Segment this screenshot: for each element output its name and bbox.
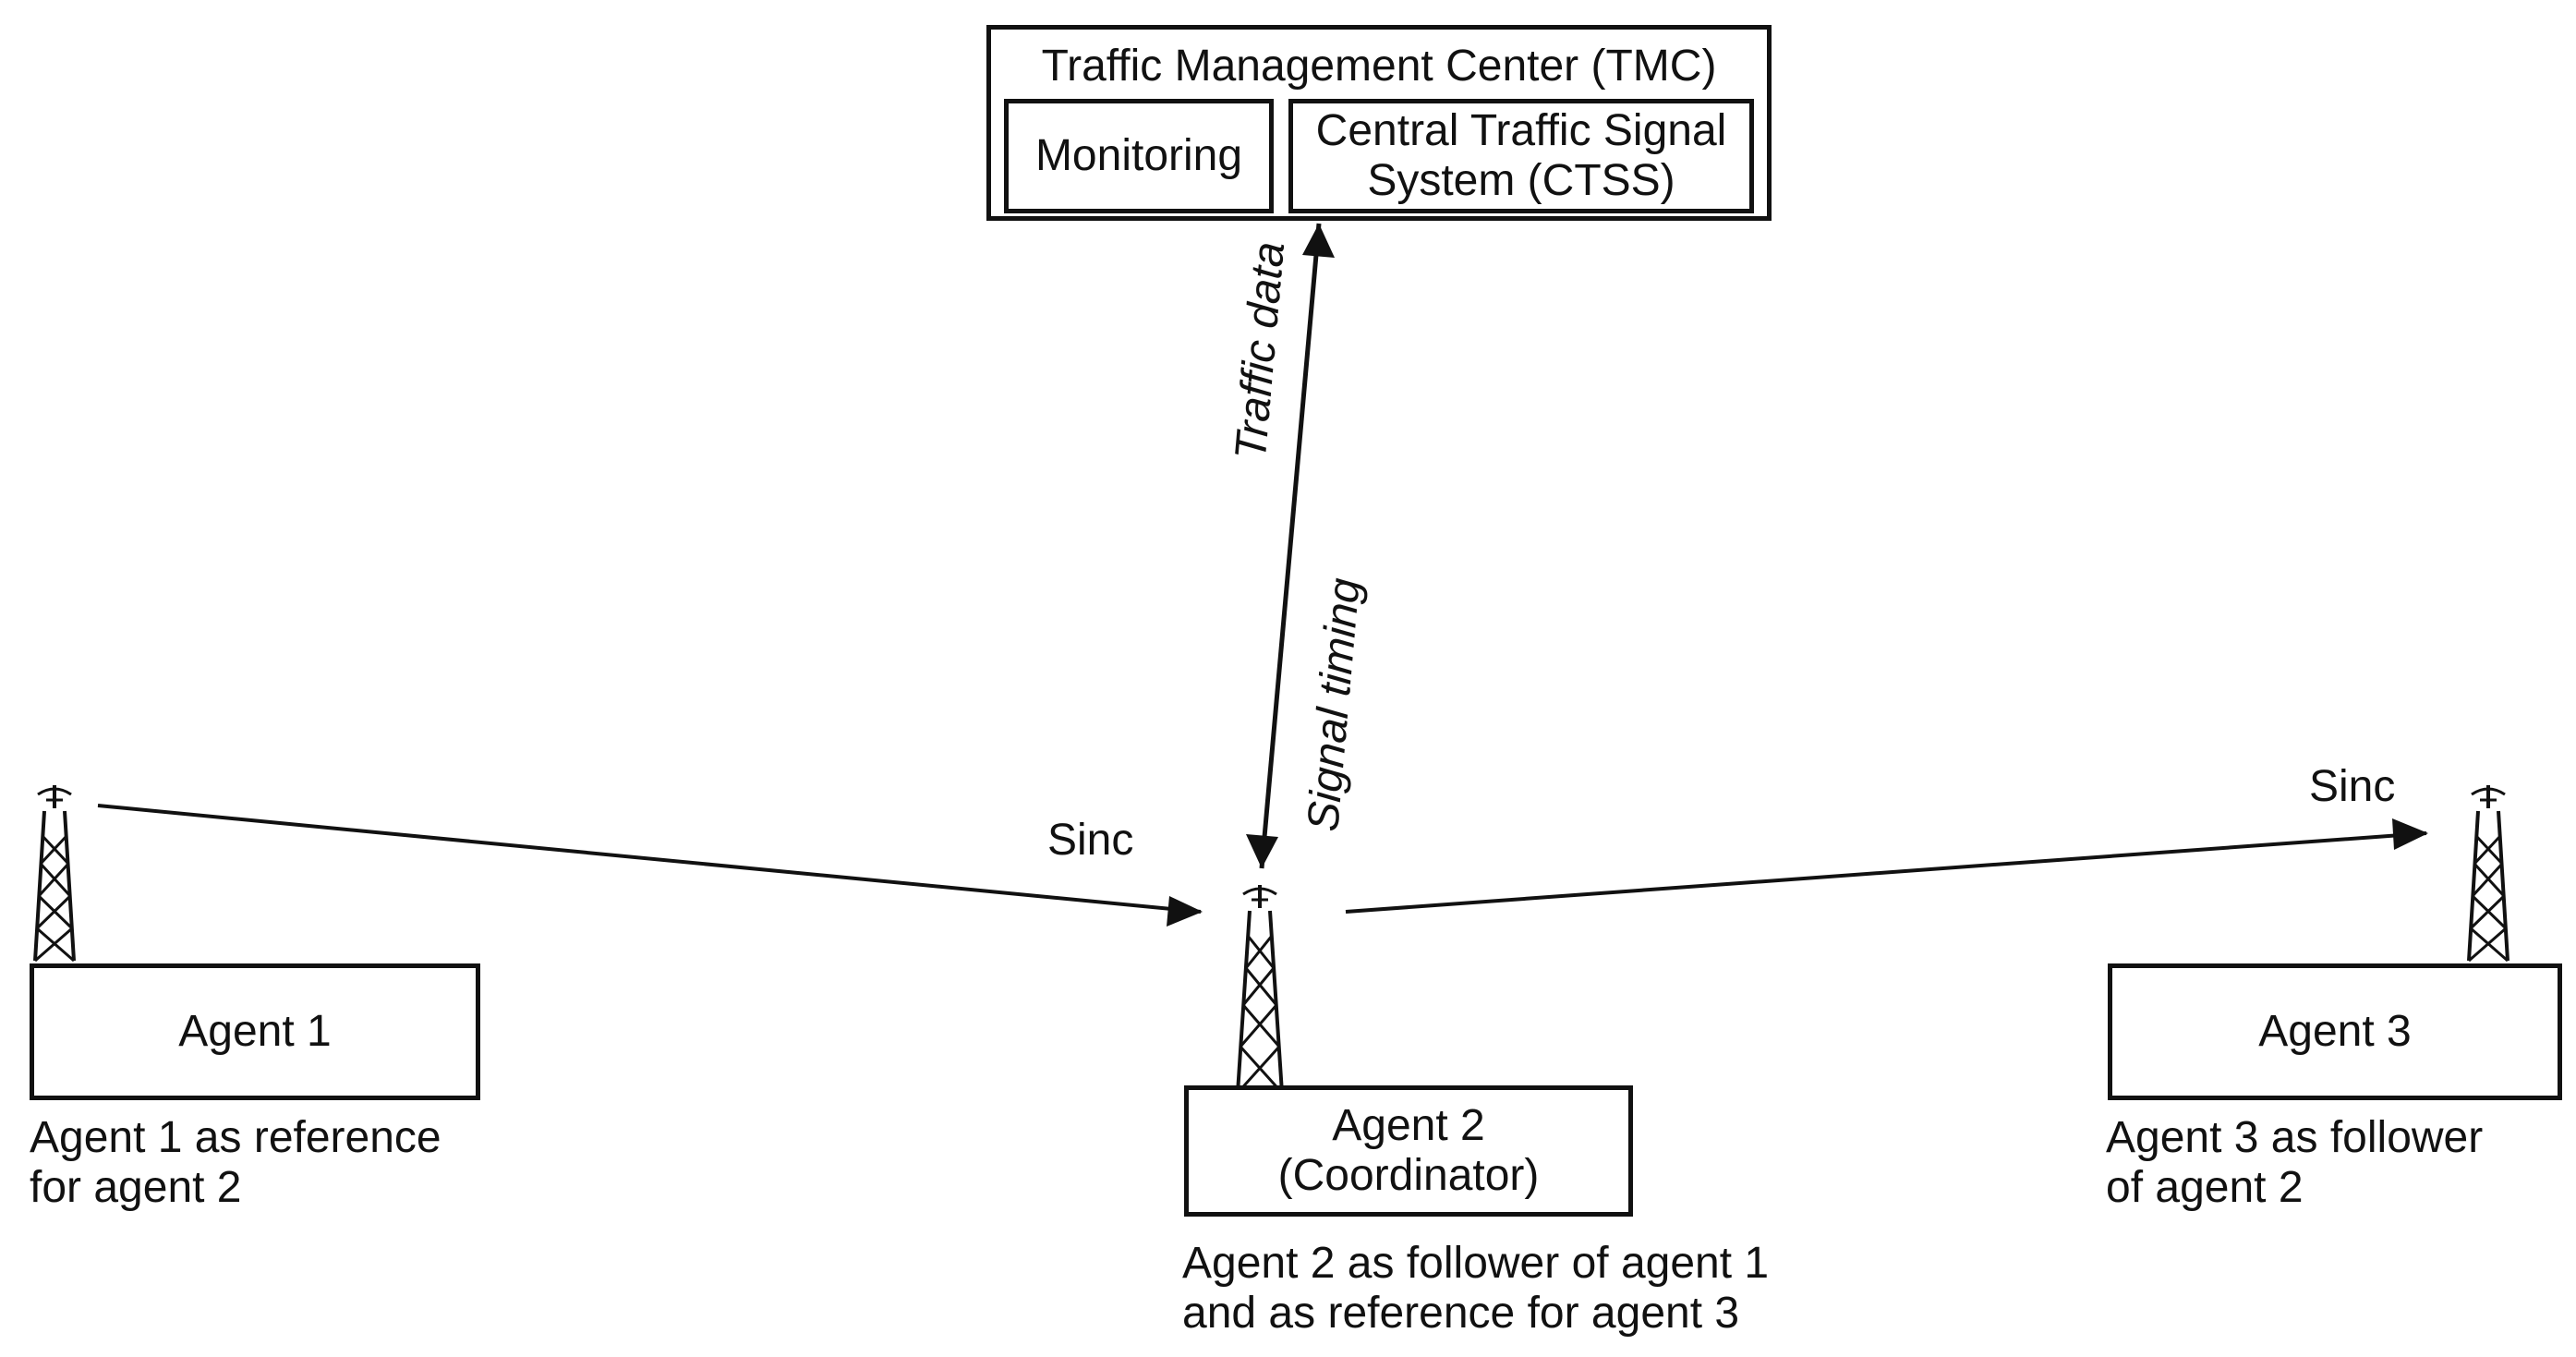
arrowhead-icon — [1167, 896, 1203, 927]
radio-tower-icon — [33, 785, 76, 963]
agent2-caption-line2: and as reference for agent 3 — [1182, 1289, 1740, 1338]
agent2-label-line1: Agent 2 — [1332, 1101, 1485, 1150]
ctss-label-line2: System (CTSS) — [1367, 156, 1675, 205]
arrowhead-icon — [2392, 818, 2428, 850]
agent3-label: Agent 3 — [2258, 1007, 2412, 1056]
agent2-box: Agent 2 (Coordinator) — [1184, 1085, 1633, 1217]
agent3-caption-line1: Agent 3 as follower — [2106, 1113, 2484, 1162]
sync-label-right: Sinc — [2309, 762, 2396, 811]
monitoring-label: Monitoring — [1034, 131, 1243, 180]
radio-tower-icon — [2467, 785, 2509, 963]
agent2-to-agent3-sync-line — [1345, 831, 2427, 914]
agent2-caption: Agent 2 as follower of agent 1 and as re… — [1182, 1239, 1769, 1339]
agent2-caption-line1: Agent 2 as follower of agent 1 — [1182, 1239, 1770, 1288]
agent1-to-agent2-sync-line — [97, 804, 1202, 914]
agent1-box: Agent 1 — [30, 963, 480, 1100]
agent3-caption: Agent 3 as follower of agent 2 — [2106, 1113, 2483, 1213]
sync-label-left: Sinc — [1047, 816, 1134, 865]
ctss-label-line1: Central Traffic Signal — [1315, 106, 1727, 155]
arrowhead-icon — [1302, 224, 1335, 258]
monitoring-box: Monitoring — [1004, 99, 1274, 213]
agent3-caption-line2: of agent 2 — [2106, 1163, 2304, 1212]
agent1-caption-line1: Agent 1 as reference — [30, 1113, 441, 1162]
tmc-title: Traffic Management Center (TMC) — [1041, 42, 1717, 91]
radio-tower-icon — [1236, 885, 1284, 1095]
arrowhead-icon — [1246, 834, 1278, 868]
tmc-container: Traffic Management Center (TMC) Monitori… — [986, 25, 1772, 221]
tmc-agent2-link-line — [1259, 223, 1322, 869]
agent1-caption: Agent 1 as reference for agent 2 — [30, 1113, 441, 1213]
agent2-label-line2: (Coordinator) — [1277, 1151, 1540, 1200]
agent3-box: Agent 3 — [2108, 963, 2562, 1100]
agent1-label: Agent 1 — [178, 1007, 332, 1056]
ctss-box: Central Traffic Signal System (CTSS) — [1288, 99, 1754, 213]
agent1-caption-line2: for agent 2 — [30, 1163, 242, 1212]
